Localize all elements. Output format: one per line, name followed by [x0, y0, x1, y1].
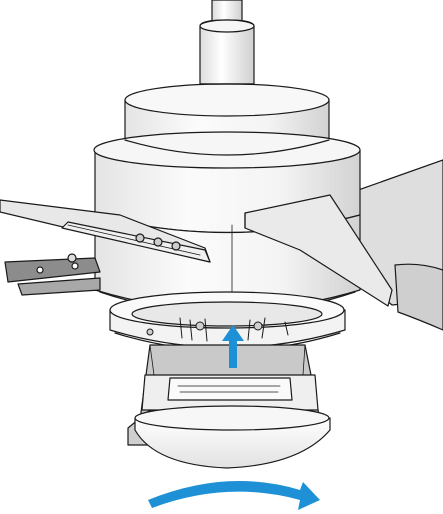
downrod: [199, 0, 255, 85]
left-blade-bracket: [4, 253, 101, 296]
glass-globe: [134, 405, 331, 469]
light-kit-assembly: [127, 344, 321, 446]
switch-housing-ring: [109, 291, 346, 352]
curved-arrow-right-icon: [148, 481, 320, 510]
left-fan-blade: [0, 199, 211, 263]
right-blade-arm: [244, 194, 393, 307]
wiring-connectors: [146, 317, 289, 342]
arrow-up-icon: [222, 325, 244, 368]
